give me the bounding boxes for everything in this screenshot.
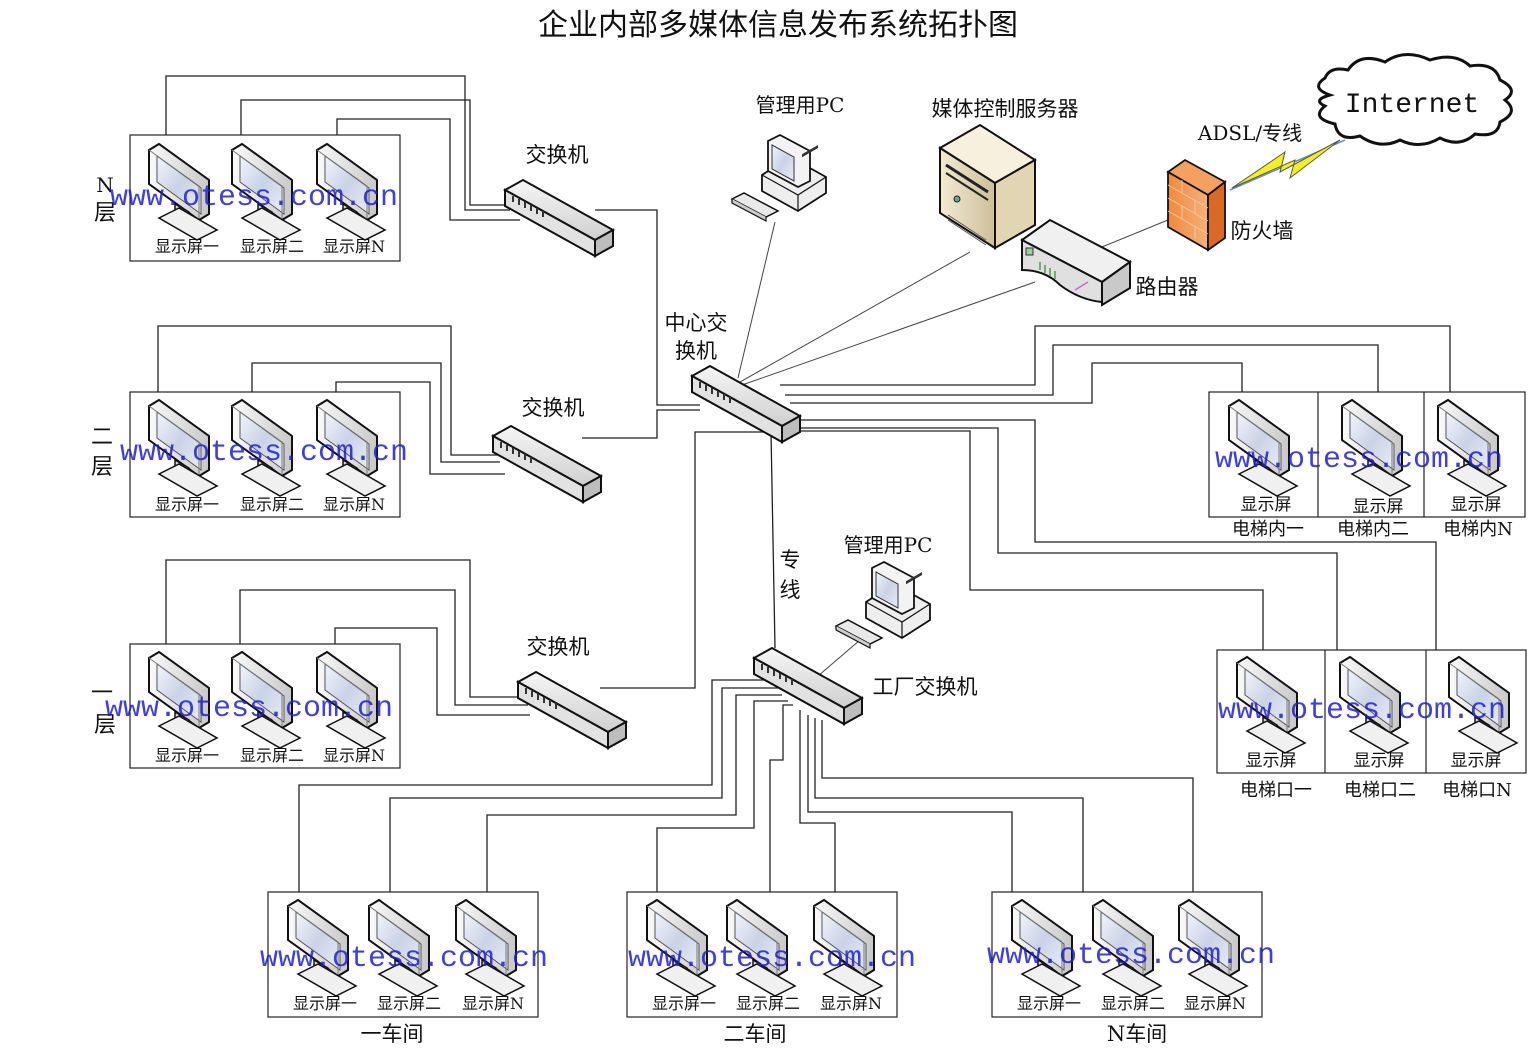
media-server-label: 媒体控制服务器 [932, 97, 1079, 121]
watermark: www.otess.com.cn [260, 942, 548, 976]
workshop-1-box [267, 891, 539, 1018]
watermark: www.otess.com.cn [987, 939, 1275, 973]
watermark: www.otess.com.cn [628, 942, 916, 976]
media-server-icon [938, 123, 1037, 250]
admin-pc-icon [731, 134, 827, 222]
internet-label: Internet [1345, 90, 1479, 121]
screen-label: 显示屏一 [293, 994, 357, 1013]
elevator-caption: 电梯口一 [1240, 780, 1312, 801]
floor-label: N [96, 173, 114, 197]
floor-1-box [129, 643, 401, 769]
elevator-inside-group: 显示屏 显示屏 显示屏 电梯内一 电梯内二 电梯内N www.otess.com… [1208, 391, 1526, 540]
diagram-title: 企业内部多媒体信息发布系统拓扑图 [538, 8, 1018, 43]
factory-admin-pc-icon [835, 561, 931, 649]
floor-label: 层 [94, 713, 116, 738]
elevator-entrance-group: 显示屏 显示屏 显示屏 电梯口一 电梯口二 电梯口N www.otess.com… [1216, 649, 1527, 801]
screen-label: 显示屏一 [652, 994, 716, 1013]
floor-2-group: 显示屏一 显示屏二 显示屏N 二 层 交换机 www.otess.com.cn [91, 391, 602, 518]
elevator-caption: 电梯内N [1443, 519, 1513, 540]
floor-n-group: 显示屏一 显示屏二 显示屏N N 层 交换机 www.otess.com.cn [94, 134, 614, 262]
elevator-caption: 电梯内二 [1337, 519, 1409, 540]
elevator-caption: 电梯内一 [1232, 519, 1304, 540]
screen-label: 显示屏 [1353, 497, 1404, 517]
dedicated-line-label: 专 [780, 548, 801, 572]
switch-label: 交换机 [526, 143, 589, 167]
floor-n-box [129, 134, 401, 262]
screen-label: 显示屏 [1241, 495, 1292, 515]
screen-label: 显示屏N [820, 994, 882, 1013]
switch-label: 交换机 [527, 635, 590, 659]
screen-label: 显示屏N [323, 237, 385, 256]
factory-switch-icon [753, 647, 863, 725]
elevator-caption: 电梯口二 [1344, 780, 1416, 801]
lightning-link-icon [1231, 139, 1341, 189]
router-label: 路由器 [1136, 275, 1199, 299]
screen-label: 显示屏二 [1101, 994, 1165, 1013]
core-group: 中心交 换机 管理用PC 媒体控制服务器 路由器 [665, 53, 1513, 443]
screen-label: 显示屏N [462, 994, 524, 1013]
floor-label: 二 [91, 425, 113, 450]
dedicated-line-label: 线 [780, 578, 801, 602]
switch-label: 交换机 [522, 396, 585, 420]
switch-icon [517, 671, 627, 749]
screen-label: 显示屏N [323, 746, 385, 765]
switch-icon [504, 179, 614, 257]
router-icon [1020, 218, 1132, 307]
screen-label: 显示屏 [1246, 751, 1297, 771]
elevator-caption: 电梯口N [1442, 780, 1512, 801]
workshop-label: 二车间 [724, 1022, 787, 1046]
screen-label: 显示屏一 [155, 746, 219, 765]
center-switch-icon [691, 365, 801, 443]
screen-label: 显示屏二 [240, 495, 304, 514]
screen-label: 显示屏N [323, 495, 385, 514]
internet-cloud-icon [1317, 53, 1513, 146]
admin-pc-label: 管理用PC [756, 93, 845, 117]
screen-label: 显示屏N [1184, 994, 1246, 1013]
elevator-inside-box [1208, 391, 1526, 518]
screen-label: 显示屏二 [377, 994, 441, 1013]
workshop-2-box [626, 891, 898, 1018]
firewall-label: 防火墙 [1231, 219, 1294, 243]
screen-label: 显示屏二 [736, 994, 800, 1013]
factory-group: 专 线 管理用PC 工厂交换机 显示屏一 显示屏二 显示屏N 一车间 www.o… [260, 533, 1275, 1046]
factory-switch-label: 工厂交换机 [873, 675, 978, 699]
floor-label: 一 [91, 681, 113, 706]
elevator-entrance-box [1216, 649, 1527, 774]
workshop-label: 一车间 [361, 1022, 424, 1046]
screen-label: 显示屏二 [240, 746, 304, 765]
screen-label: 显示屏 [1451, 495, 1502, 515]
watermark: www.otess.com.cn [1218, 694, 1506, 728]
wiring [157, 75, 1451, 892]
center-switch-label: 中心交 [665, 311, 728, 335]
screen-label: 显示屏 [1354, 751, 1405, 771]
workshop-n-box [991, 891, 1263, 1018]
screen-label: 显示屏一 [1017, 994, 1081, 1013]
screen-label: 显示屏一 [155, 495, 219, 514]
screen-label: 显示屏二 [240, 237, 304, 256]
screen-label: 显示屏 [1451, 751, 1502, 771]
watermark: www.otess.com.cn [110, 181, 398, 215]
watermark: www.otess.com.cn [1215, 443, 1503, 477]
floor-2-box [129, 391, 401, 518]
screen-label: 显示屏一 [155, 237, 219, 256]
factory-admin-pc-label: 管理用PC [844, 533, 933, 557]
floor-label: 层 [94, 201, 116, 226]
watermark: www.otess.com.cn [120, 436, 408, 470]
floor-label: 层 [91, 455, 113, 480]
link-label: ADSL/专线 [1197, 121, 1302, 145]
firewall-icon [1166, 158, 1227, 252]
workshop-label: N车间 [1107, 1022, 1167, 1046]
center-switch-label: 换机 [675, 339, 717, 363]
floor-1-group: 显示屏一 显示屏二 显示屏N 一 层 交换机 www.otess.com.cn [91, 635, 627, 769]
watermark: www.otess.com.cn [105, 692, 393, 726]
